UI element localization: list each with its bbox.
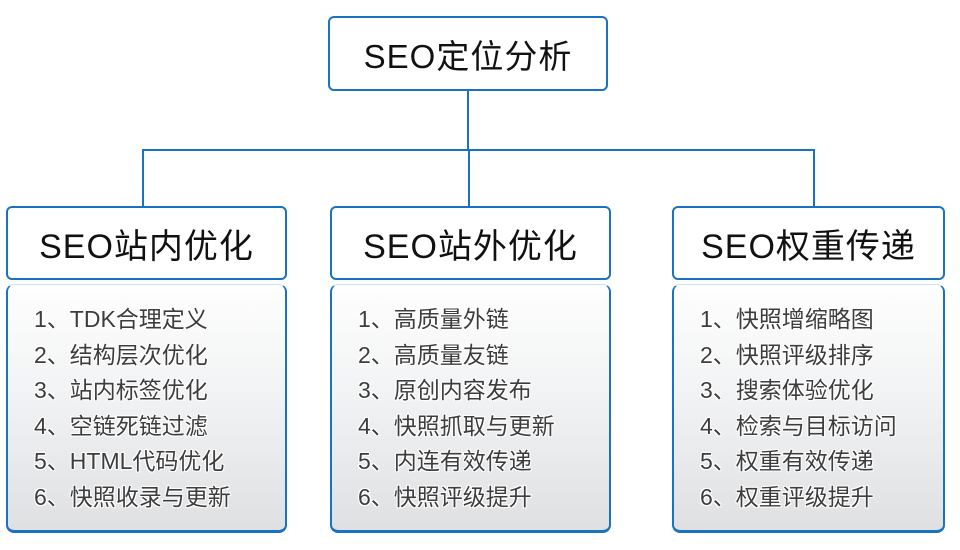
- list-item: 6、权重评级提升: [700, 483, 874, 510]
- branch-offsite-body: 1、高质量外链 2、高质量友链 3、原创内容发布 4、快照抓取与更新 5、内连有…: [330, 284, 611, 533]
- connector-drop-right: [813, 149, 815, 206]
- branch-onsite-header: SEO站内优化: [6, 206, 287, 280]
- list-item: 1、高质量外链: [358, 306, 509, 332]
- branch-onsite-title: SEO站内优化: [39, 227, 254, 266]
- list-item: 6、快照收录与更新: [34, 483, 231, 510]
- branch-offsite-title: SEO站外优化: [363, 227, 578, 266]
- list-item: 6、快照评级提升: [358, 483, 532, 510]
- connector-root-vertical: [467, 91, 469, 151]
- branch-weight-header: SEO权重传递: [672, 206, 945, 280]
- branch-offsite: SEO站外优化 1、高质量外链 2、高质量友链 3、原创内容发布 4、快照抓取与…: [330, 206, 611, 533]
- branch-onsite-body: 1、TDK合理定义 2、结构层次优化 3、站内标签优化 4、空链死链过滤 5、H…: [6, 284, 287, 533]
- list-item: 2、高质量友链: [358, 341, 509, 368]
- branch-weight-body: 1、快照增缩略图 2、快照评级排序 3、搜索体验优化 4、检索与目标访问 5、权…: [672, 284, 945, 533]
- list-item: 2、快照评级排序: [700, 341, 874, 368]
- connector-horizontal: [142, 149, 815, 151]
- list-item: 4、空链死链过滤: [34, 412, 208, 439]
- list-item: 1、TDK合理定义: [34, 306, 208, 332]
- list-item: 4、检索与目标访问: [700, 412, 897, 439]
- list-item: 5、内连有效传递: [358, 448, 532, 474]
- list-item: 3、原创内容发布: [358, 377, 532, 403]
- branch-offsite-header: SEO站外优化: [330, 206, 611, 280]
- list-item: 5、HTML代码优化: [34, 448, 225, 474]
- list-item: 3、搜索体验优化: [700, 377, 874, 403]
- root-node: SEO定位分析: [328, 16, 608, 91]
- list-item: 4、快照抓取与更新: [358, 412, 555, 439]
- list-item: 2、结构层次优化: [34, 341, 208, 368]
- list-item: 3、站内标签优化: [34, 377, 208, 403]
- connector-drop-center: [468, 149, 470, 206]
- root-node-label: SEO定位分析: [363, 37, 573, 75]
- list-item: 1、快照增缩略图: [700, 306, 874, 332]
- list-item: 5、权重有效传递: [700, 448, 874, 474]
- branch-weight: SEO权重传递 1、快照增缩略图 2、快照评级排序 3、搜索体验优化 4、检索与…: [672, 206, 945, 533]
- connector-drop-left: [142, 149, 144, 206]
- branch-onsite: SEO站内优化 1、TDK合理定义 2、结构层次优化 3、站内标签优化 4、空链…: [6, 206, 287, 533]
- branch-weight-title: SEO权重传递: [701, 227, 916, 266]
